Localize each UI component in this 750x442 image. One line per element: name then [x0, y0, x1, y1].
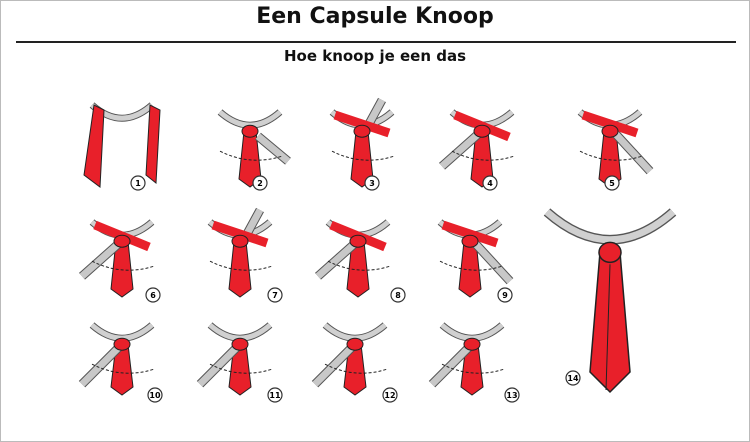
step-number: 14 [567, 374, 579, 383]
direction-arrow-icon [441, 363, 505, 374]
tie-step-4: 4 [439, 109, 515, 191]
step-number: 3 [369, 179, 375, 188]
direction-arrow-icon [327, 260, 391, 271]
step-number-badge [267, 287, 283, 303]
tie-step-1: 1 [83, 102, 161, 191]
direction-arrow-icon [91, 363, 155, 374]
step-number-badge [390, 287, 406, 303]
tie-step-7: 7 [207, 207, 283, 303]
step-number: 7 [272, 291, 278, 300]
tie-fold-line [605, 264, 611, 391]
page-title: Een Capsule Knoop [256, 4, 494, 29]
tie-wide-end [83, 104, 105, 188]
collar-fill [208, 323, 272, 341]
step-number: 9 [502, 291, 508, 300]
tie-narrow-blade-fill [472, 240, 513, 284]
tie-step-10: 10 [78, 322, 163, 403]
collar-fill [544, 209, 676, 244]
tie-narrow-blade-fill [255, 133, 291, 164]
step-number: 5 [609, 179, 615, 188]
tie-step-6: 6 [79, 219, 161, 303]
tie-knot [231, 234, 249, 248]
step-number-badge [604, 175, 620, 191]
direction-arrow-icon [91, 260, 155, 271]
direction-arrow-icon [439, 260, 503, 271]
tie-knot [113, 234, 131, 248]
step-number: 11 [269, 391, 281, 400]
direction-arrow-icon [209, 363, 273, 374]
step-number-badge [267, 387, 283, 403]
tie-wrap [441, 220, 499, 248]
step-number: 13 [506, 391, 517, 400]
step-number: 8 [395, 291, 401, 300]
step-number: 6 [150, 291, 156, 300]
tie-step-9: 9 [437, 219, 514, 303]
tie-step-12: 12 [311, 322, 398, 403]
tie-step-11: 11 [196, 322, 283, 403]
step-number-badge [130, 175, 146, 191]
step-number-badge [382, 387, 398, 403]
tie-step-14: 14 [543, 208, 677, 394]
tie-knot [598, 241, 622, 264]
collar-fill [90, 323, 154, 341]
tie-wrap [581, 110, 639, 138]
tie-narrow-blade-fill [79, 344, 122, 387]
direction-arrow-icon [331, 150, 395, 161]
tie-knot [601, 124, 619, 138]
tie-knot [241, 124, 259, 138]
tie-narrow-blade-fill [312, 344, 355, 387]
tie-knot [353, 124, 371, 138]
step-number-badge [497, 287, 513, 303]
tie-narrow-blade-fill [429, 344, 472, 387]
tie-knot [113, 337, 131, 351]
tie-knot [473, 124, 491, 138]
collar-fill [218, 110, 282, 128]
direction-arrow-icon [219, 150, 283, 161]
step-number-badge [145, 287, 161, 303]
direction-arrow-icon [451, 150, 515, 161]
step-number: 1 [135, 179, 141, 188]
tie-narrow-blade-fill [315, 241, 357, 279]
tie-narrow-blade-fill [197, 344, 240, 387]
tie-wrap [333, 110, 391, 138]
step-number-badge [482, 175, 498, 191]
tie-step-13: 13 [428, 322, 520, 403]
tie-step-8: 8 [315, 219, 406, 303]
tie-narrow-end [145, 104, 161, 184]
tie-knot [461, 234, 479, 248]
collar-fill [323, 323, 387, 341]
tie-step-3: 3 [329, 97, 395, 191]
step-number-badge [565, 370, 581, 386]
tie-blade [228, 240, 252, 298]
tie-narrow-blade-fill [439, 131, 481, 169]
step-number-badge [147, 387, 163, 403]
title-divider [16, 41, 736, 43]
direction-arrow-icon [209, 260, 273, 271]
step-number: 12 [384, 391, 395, 400]
step-number: 2 [257, 179, 263, 188]
tie-narrow-blade-fill [79, 241, 121, 279]
tie-knot [349, 234, 367, 248]
step-number-badge [504, 387, 520, 403]
tie-knot [231, 337, 249, 351]
step-number-badge [364, 175, 380, 191]
step-number: 4 [487, 179, 493, 188]
tie-knot [463, 337, 481, 351]
tie-step-2: 2 [217, 109, 291, 191]
step-number: 10 [149, 391, 161, 400]
collar-fill [440, 323, 504, 341]
page-subtitle: Hoe knoop je een das [283, 47, 467, 65]
step-number-badge [252, 175, 268, 191]
direction-arrow-icon [579, 150, 643, 161]
tie-wrap [211, 220, 269, 248]
tie-narrow-blade-fill [612, 130, 653, 174]
tie-knot [346, 337, 364, 351]
direction-arrow-icon [324, 363, 388, 374]
tie-step-5: 5 [577, 109, 654, 191]
